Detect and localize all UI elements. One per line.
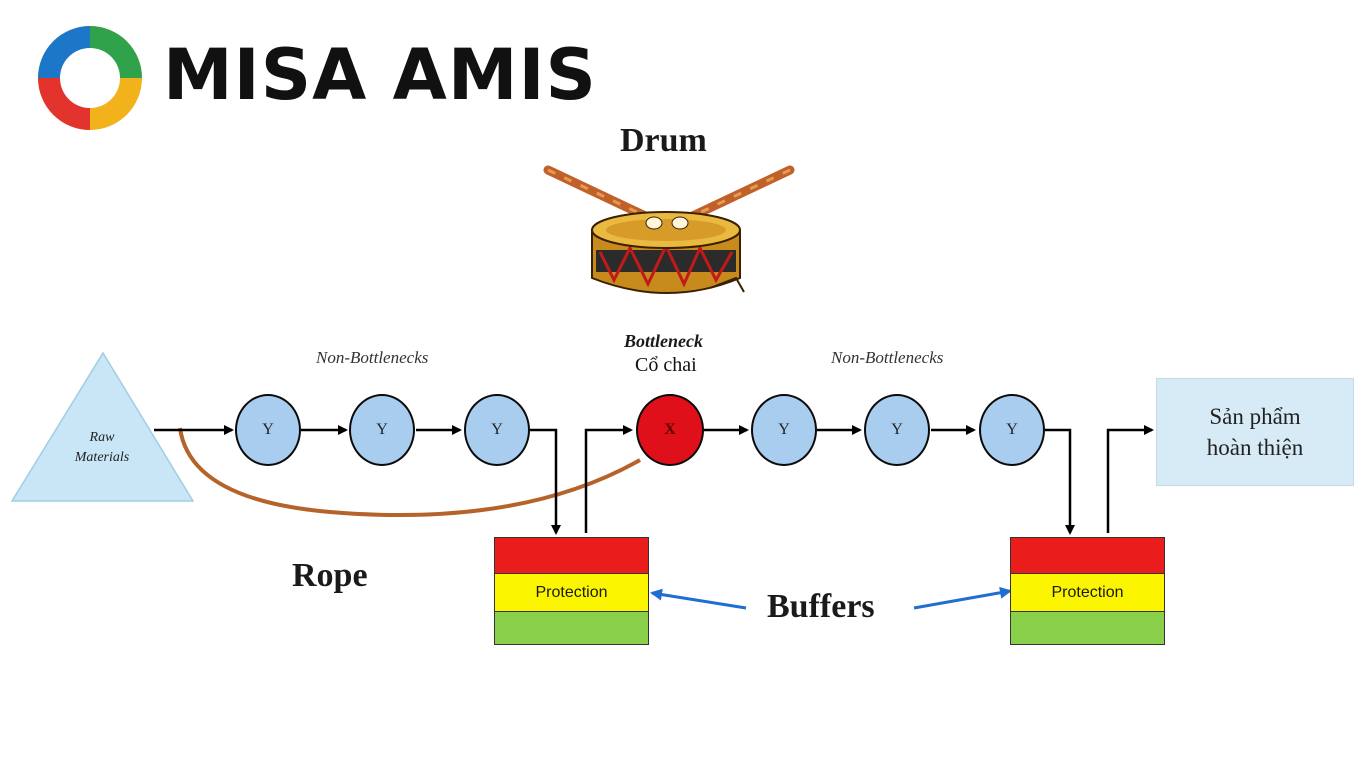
buffer-red-zone (495, 538, 648, 574)
process-node-y1: Y (235, 394, 301, 466)
non-bottlenecks-left-label: Non-Bottlenecks (316, 348, 429, 367)
buffer-protection-text: Protection (495, 574, 648, 612)
protection-buffer-1: Protection (494, 537, 649, 645)
process-node-y5: Y (864, 394, 930, 466)
process-node-y2: Y (349, 394, 415, 466)
raw-materials-label: Raw Materials (74, 430, 130, 465)
misa-amis-logo-icon (38, 26, 142, 130)
brand-name: MISA AMIS (163, 34, 597, 116)
raw-materials-triangle (10, 351, 195, 502)
rope-label: Rope (292, 557, 368, 594)
arrow-buffer2-to-finished (1106, 425, 1154, 533)
buffers-arrow-left (650, 588, 747, 610)
process-node-y6: Y (979, 394, 1045, 466)
bottleneck-node-x: X (636, 394, 704, 466)
process-node-y4: Y (751, 394, 817, 466)
buffer-red-zone (1011, 538, 1164, 574)
buffer-green-zone (495, 612, 648, 644)
arrow-y3-to-buffer1 (530, 428, 561, 535)
buffers-arrow-right (913, 586, 1012, 610)
bottleneck-label: Bottleneck (624, 331, 703, 351)
drum-icon (543, 165, 795, 294)
process-node-y3: Y (464, 394, 530, 466)
protection-buffer-2: Protection (1010, 537, 1165, 645)
arrow-y6-to-buffer2 (1045, 428, 1075, 535)
buffers-label: Buffers (767, 588, 875, 625)
buffer-green-zone (1011, 612, 1164, 644)
bottleneck-vi-label: Cổ chai (635, 354, 697, 376)
rope-curve (178, 427, 641, 517)
buffer-protection-text: Protection (1011, 574, 1164, 612)
arrow-buffer1-to-x (584, 425, 633, 533)
finished-product-box: Sản phẩm hoàn thiện (1156, 378, 1354, 486)
drum-label: Drum (620, 122, 707, 159)
non-bottlenecks-right-label: Non-Bottlenecks (831, 348, 944, 367)
